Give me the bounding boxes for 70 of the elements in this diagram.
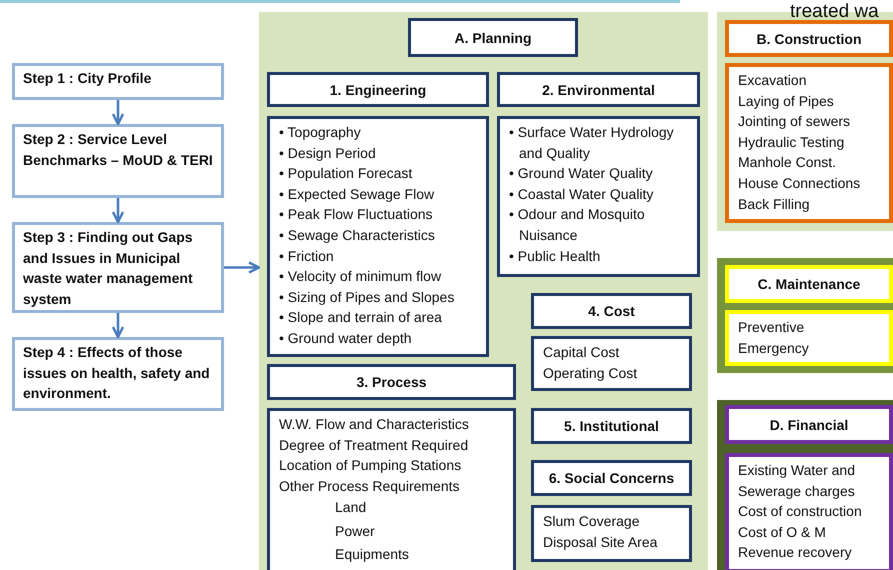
arrow bbox=[112, 100, 124, 126]
list-box bbox=[531, 336, 692, 391]
list-item: • Design Period bbox=[279, 144, 377, 163]
list-item: Power bbox=[334, 522, 375, 541]
list-item: • Public Health bbox=[509, 246, 602, 266]
list-item: Excavation bbox=[738, 71, 806, 90]
heading-box: B. Construction bbox=[725, 20, 893, 57]
heading-box: D. Financial bbox=[725, 405, 893, 444]
list-item: Emergency bbox=[738, 338, 809, 358]
list-item: Disposal Site Area bbox=[543, 532, 658, 552]
heading-box: 6. Social Concerns bbox=[531, 460, 692, 496]
list-item: Degree of Treatment Required bbox=[279, 436, 468, 455]
heading-box: 1. Engineering bbox=[267, 72, 489, 107]
list-item: • Expected Sewage Flow bbox=[279, 184, 436, 204]
list-box bbox=[531, 505, 692, 562]
list-item: • Coastal Water Quality bbox=[509, 184, 654, 204]
list-item: Location of Pumping Stations bbox=[279, 456, 462, 476]
list-item: W.W. Flow and Characteristics bbox=[279, 415, 469, 434]
list-item: Existing Water and Sewerage charges bbox=[738, 461, 856, 501]
heading-box: 4. Cost bbox=[531, 293, 692, 329]
list-item: Revenue recovery bbox=[738, 543, 852, 562]
list-item: • Slope and terrain of area bbox=[279, 308, 443, 328]
list-item: Land bbox=[334, 498, 366, 518]
list-item: • Velocity of minimum flow bbox=[279, 267, 442, 286]
list-item: Equipments bbox=[334, 545, 409, 564]
list-item: Preventive bbox=[738, 318, 804, 337]
list-box bbox=[725, 453, 893, 570]
list-item: • Ground Water Quality bbox=[509, 164, 654, 184]
list-item: Slum Coverage bbox=[543, 512, 640, 531]
heading-fragment: treated wa bbox=[790, 2, 879, 22]
list-item: Capital Cost bbox=[543, 343, 620, 362]
list-item: • Friction bbox=[279, 246, 335, 266]
arrow bbox=[112, 313, 124, 338]
panel-background bbox=[259, 12, 708, 570]
list-item: • Population Forecast bbox=[279, 164, 414, 184]
heading-box: 3. Process bbox=[267, 364, 516, 400]
list-item: House Connections bbox=[738, 174, 860, 193]
heading-box: 5. Institutional bbox=[531, 408, 692, 444]
list-item: Hydraulic Testing bbox=[738, 132, 844, 152]
list-item: Cost of O & M bbox=[738, 522, 826, 542]
arrow bbox=[112, 198, 124, 224]
list-item: Jointing of sewers bbox=[738, 112, 850, 132]
list-item: • Odour and Mosquito Nuisance bbox=[509, 205, 646, 245]
list-item: • Topography bbox=[279, 123, 362, 142]
list-box bbox=[725, 63, 893, 223]
list-item: • Sewage Characteristics bbox=[279, 226, 436, 245]
list-item: • Sizing of Pipes and Slopes bbox=[279, 288, 456, 307]
heading-box: A. Planning bbox=[408, 18, 578, 57]
heading-box: C. Maintenance bbox=[725, 265, 893, 303]
list-item: • Surface Water Hydrology and Quality bbox=[509, 123, 675, 163]
step-box: Step 2 : Service Level Benchmarks – MoUD & TERI bbox=[12, 124, 224, 198]
panel-background bbox=[717, 400, 893, 570]
list-item: • Ground water depth bbox=[279, 328, 413, 348]
list-box bbox=[497, 116, 700, 277]
list-item: Operating Cost bbox=[543, 364, 638, 383]
step-box: Step 1 : City Profile bbox=[12, 63, 224, 100]
step-box: Step 3 : Finding out Gaps and Issues in Municipal waste water management system bbox=[12, 222, 224, 313]
list-item: Cost of construction bbox=[738, 502, 862, 522]
arrow bbox=[224, 261, 260, 274]
heading-box: 2. Environmental bbox=[497, 72, 700, 107]
list-item: Laying of Pipes bbox=[738, 92, 834, 111]
list-item: Manhole Const. bbox=[738, 153, 836, 172]
step-box: Step 4 : Effects of those issues on health, safety and environment. bbox=[12, 337, 224, 411]
list-box bbox=[267, 408, 516, 570]
list-box bbox=[725, 310, 893, 366]
list-box bbox=[267, 116, 489, 357]
list-item: Back Filling bbox=[738, 194, 810, 214]
list-item: Other Process Requirements bbox=[279, 476, 460, 496]
list-item: • Peak Flow Fluctuations bbox=[279, 205, 434, 224]
panel-background bbox=[717, 258, 893, 373]
